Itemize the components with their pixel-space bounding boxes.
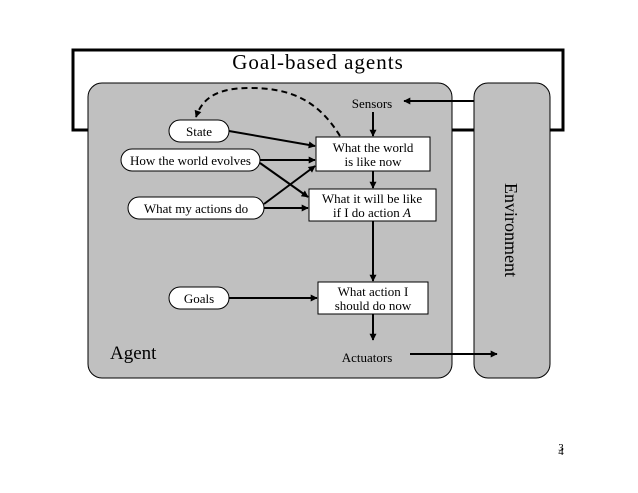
world-now-line2: is like now <box>344 154 402 169</box>
page-number: 3 <box>558 442 564 454</box>
state-label: State <box>186 124 212 139</box>
state-to-world-arrow <box>228 130 316 149</box>
agent-label: Agent <box>110 343 157 364</box>
arrows <box>194 86 498 358</box>
actions-do-label: What my actions do <box>144 201 248 216</box>
diagram-title: Goal-based agents <box>232 50 404 74</box>
environment-panel <box>473 82 551 379</box>
page-number-overlay: 4 <box>558 446 564 458</box>
will-be-line2: if I do action A <box>333 205 411 220</box>
world-evolves-node: How the world evolves <box>120 148 261 172</box>
environment-label: Environment <box>501 183 521 277</box>
actuators-label: Actuators <box>342 350 393 365</box>
goals-node: Goals <box>168 286 230 310</box>
agent-panel <box>87 82 453 379</box>
action-line2: should do now <box>335 298 412 313</box>
will-be-line1: What it will be like <box>322 191 423 206</box>
world-evolves-label: How the world evolves <box>130 153 251 168</box>
action-box: What action I should do now <box>317 281 429 315</box>
feedback-dashed-arrow <box>194 86 341 137</box>
action-line1: What action I <box>338 284 409 299</box>
world-now-line1: What the world <box>333 140 414 155</box>
sensors-label: Sensors <box>352 96 392 111</box>
will-be-box: What it will be like if I do action A <box>308 188 437 222</box>
actions-do-node: What my actions do <box>127 196 265 220</box>
goals-label: Goals <box>184 291 214 306</box>
evolves-to-willbe-arrow <box>259 162 309 198</box>
world-now-box: What the world is like now <box>315 136 431 172</box>
state-node: State <box>168 119 230 143</box>
actions-to-world-arrow <box>263 165 316 205</box>
